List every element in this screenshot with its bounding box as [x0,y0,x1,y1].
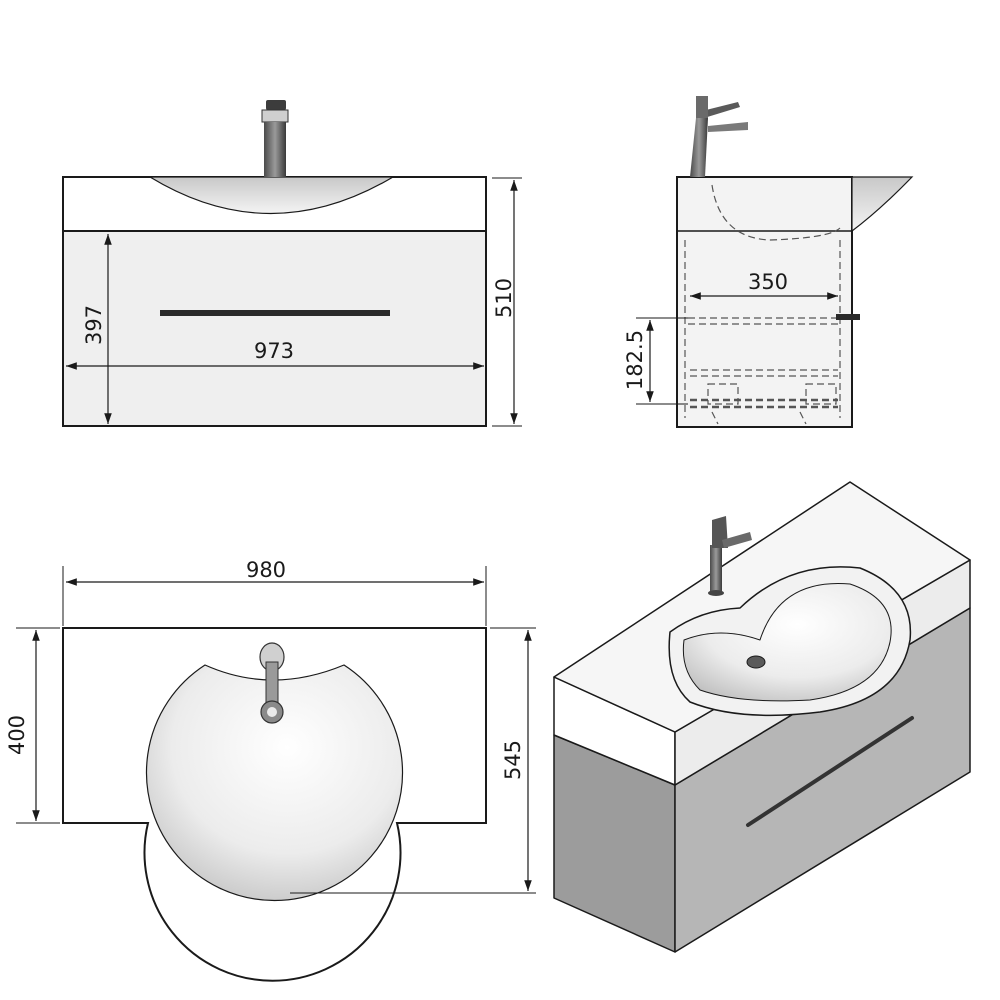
side-view: 350 182.5 [623,96,914,428]
iso-faucet [708,516,752,596]
side-shelf-height-label: 182.5 [623,330,647,390]
iso-basin-bowl [682,582,892,702]
top-view: 980 400 545 [5,558,536,982]
isometric-view [553,481,971,953]
front-width-label: 973 [254,339,294,363]
front-cabinet [62,230,487,427]
top-width-label: 980 [246,558,286,582]
top-total-depth-label: 545 [501,740,525,780]
side-hidden-lines [684,184,841,425]
front-basin [147,176,396,214]
top-faucet [259,642,285,724]
top-basin [145,664,404,902]
side-handle [836,314,860,320]
front-view: 510 397 973 [62,100,522,427]
front-handle [160,310,390,316]
front-faucet [261,100,289,177]
iso-handle [746,716,914,827]
side-basin-overhang [851,176,914,233]
side-depth-label: 350 [748,270,788,294]
top-depth-label: 400 [5,715,29,755]
side-cabinet [676,176,853,428]
front-drawer-height-label: 397 [82,305,106,345]
iso-drain [746,655,766,669]
side-faucet [690,96,748,177]
front-height-label: 510 [492,278,516,318]
